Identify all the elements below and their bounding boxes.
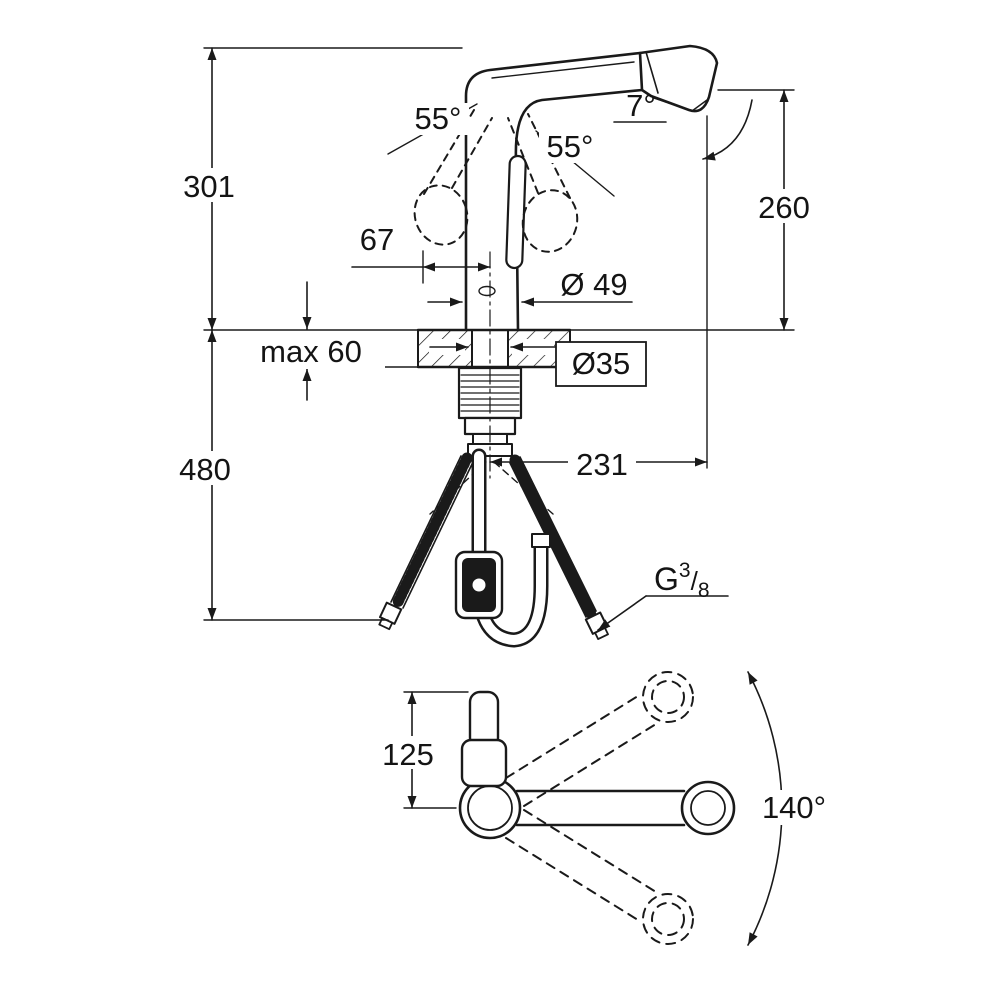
pullout-hose-loop [454, 448, 551, 648]
angle-55-right-label: 55° [547, 129, 594, 164]
dim-480-label: 480 [179, 452, 231, 487]
dim-dia35-label: Ø35 [572, 346, 631, 381]
plan-arm-up-edge1 [505, 695, 639, 779]
plan-faucet [458, 690, 736, 840]
dim-260-label: 260 [758, 190, 810, 225]
thread-denominator: 8 [698, 579, 710, 602]
left-supply-hose [378, 452, 474, 631]
plan-arm-down-edge2 [523, 809, 657, 893]
dim-301-label: 301 [183, 169, 235, 204]
spray-head-separation-line [645, 51, 659, 94]
angle-7-arc [702, 99, 753, 161]
handle-knob-left-position [413, 184, 469, 246]
dim-dia49-label: Ø 49 [560, 267, 627, 302]
plan-view [403, 671, 783, 946]
label-bg-301 [176, 168, 242, 202]
dia35-box [555, 341, 647, 387]
label-bg-55-right [539, 131, 601, 163]
right-hose-nipple [594, 627, 609, 640]
dim-67-label: 67 [360, 222, 394, 257]
faucet-body [464, 44, 719, 332]
plan-head-up-outer [642, 671, 694, 723]
thread-letter: G [654, 561, 679, 597]
plan-arm-down-edge1 [505, 837, 639, 921]
thread-size-label: G3/8 [654, 559, 710, 602]
hose-weight-hole [472, 578, 486, 592]
left-hose-edge2 [402, 461, 474, 609]
column-cap-detail [478, 285, 496, 297]
handle-lever-right-line [507, 117, 539, 194]
thread-leader-arrow [597, 595, 647, 631]
angle-140-label: 140° [762, 790, 826, 825]
dim-231-label: 231 [576, 447, 628, 482]
elevation-dimensions [203, 47, 795, 631]
spray-outlet-edge [691, 99, 708, 112]
plan-head-down-outer [642, 893, 694, 945]
dimension-labels: 301 480 260 67 55° 55° 7° Ø 49 max 60 Ø3… [172, 88, 836, 825]
left-hose-edge1 [390, 455, 462, 603]
under-counter-assembly [378, 366, 609, 648]
handle-knob-right-position [521, 189, 579, 253]
spray-face-line [653, 97, 688, 110]
plan-handle-body [460, 738, 508, 788]
handle-lever-left-line [451, 117, 493, 189]
elevation-view [203, 44, 795, 648]
arm-inner-line [491, 61, 635, 79]
plan-head-down-inner [651, 902, 685, 936]
pullout-hose-end-fitting [531, 533, 551, 548]
plan-spray-head-inner [690, 790, 726, 826]
angle-7-label: 7° [626, 88, 656, 123]
right-hose-braid [509, 454, 597, 620]
right-hose-edge2 [519, 456, 597, 612]
thread-numerator: 3 [679, 559, 691, 582]
label-bg-125 [377, 736, 439, 769]
lever-handle-front [505, 154, 527, 270]
plan-swivel-positions [505, 671, 694, 945]
spout-column-left-arm-top [464, 51, 642, 332]
thread-slash: / [691, 566, 699, 596]
label-bg-480 [172, 451, 238, 485]
label-bg-140 [752, 790, 836, 825]
dim-125-label: 125 [382, 737, 434, 772]
label-bg-260 [751, 189, 817, 223]
right-supply-hose [509, 454, 609, 640]
plan-head-up-inner [651, 680, 685, 714]
plan-spray-head-outer [680, 780, 736, 836]
plan-arm-up-edge2 [523, 723, 657, 807]
label-bg-231 [568, 447, 636, 480]
angle-55-left-label: 55° [415, 101, 462, 136]
label-bg-55-left [407, 103, 469, 135]
label-bg-max60 [237, 336, 385, 369]
left-hose-braid [391, 452, 473, 610]
spray-head [638, 44, 719, 113]
dim-max60-label: max 60 [260, 334, 362, 369]
